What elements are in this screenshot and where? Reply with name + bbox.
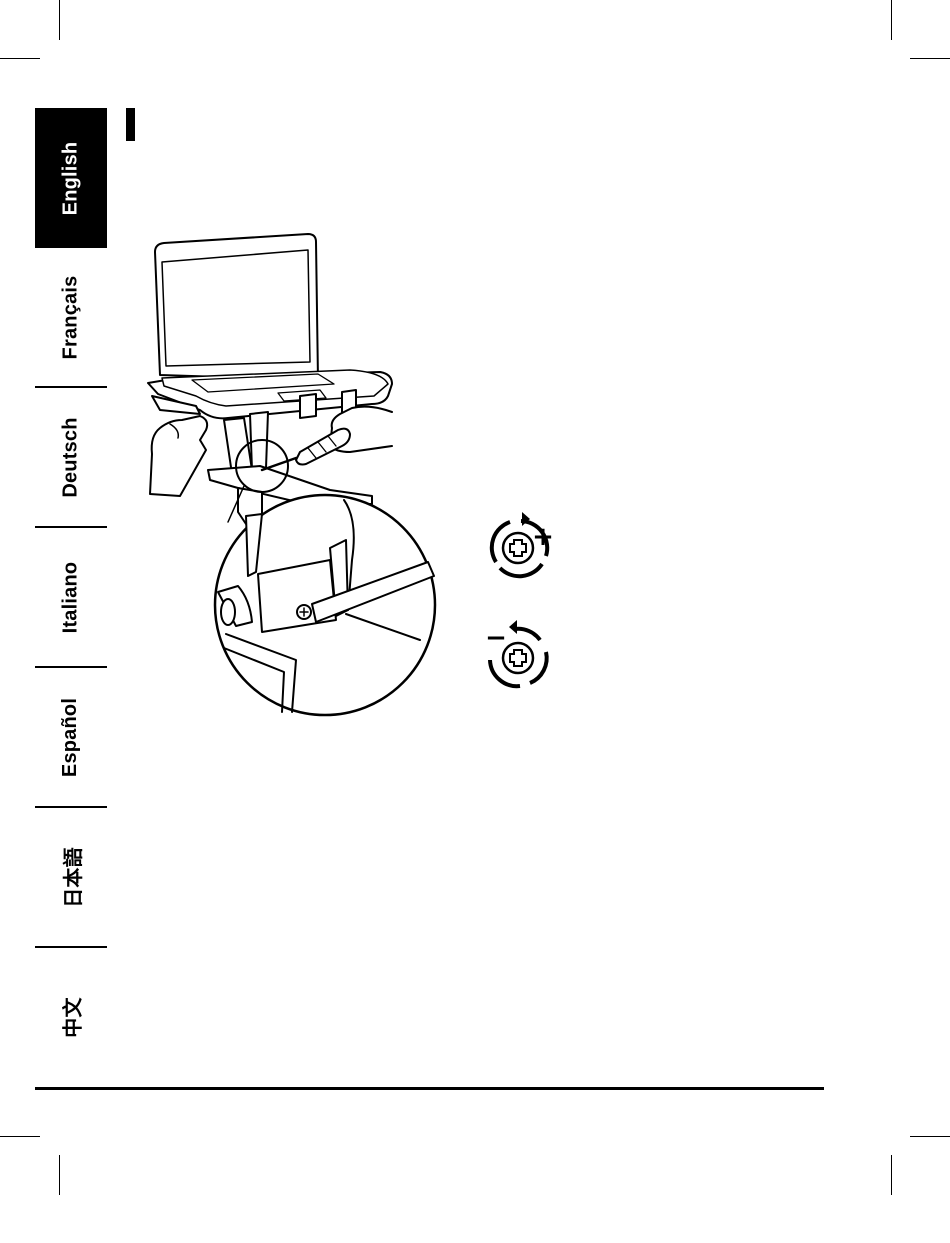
laptop-stand-illustration [140, 228, 450, 723]
footer-rule [35, 1087, 824, 1090]
language-label: Français [60, 276, 83, 360]
language-separator [35, 386, 107, 388]
crop-mark [891, 1155, 892, 1195]
language-tab-chinese[interactable]: 中文 [35, 950, 107, 1085]
tighten-sign: + [532, 522, 554, 552]
language-separator [35, 806, 107, 808]
stand-stop-tab [300, 394, 316, 418]
language-tab-deutsch[interactable]: Deutsch [35, 390, 107, 525]
language-label: 日本語 [56, 847, 85, 908]
loosen-sign: − [485, 623, 507, 653]
laptop-screen [162, 250, 310, 366]
crop-mark [891, 0, 892, 40]
language-label: Español [60, 698, 83, 777]
language-tab-italiano[interactable]: Italiano [35, 530, 107, 665]
language-label: 中文 [57, 997, 86, 1037]
language-tab-francais[interactable]: Français [35, 250, 107, 385]
tighten-screw-clockwise-icon: + [480, 510, 560, 585]
language-tab-english[interactable]: English [35, 108, 107, 248]
loosen-screw-counterclockwise-icon: − [480, 615, 560, 690]
crop-mark [0, 1136, 40, 1137]
language-label: Italiano [60, 562, 83, 634]
language-separator [35, 526, 107, 528]
screwdriver-handle [296, 429, 350, 465]
language-separator [35, 666, 107, 668]
section-marker [126, 108, 135, 141]
language-label: Deutsch [60, 417, 83, 497]
crop-mark [910, 58, 950, 59]
language-separator [35, 946, 107, 948]
stand-leg [224, 418, 252, 474]
crop-mark [59, 0, 60, 40]
language-tab-espanol[interactable]: Español [35, 670, 107, 805]
crop-mark [59, 1155, 60, 1195]
language-label: English [60, 141, 83, 215]
crop-mark [910, 1136, 950, 1137]
left-hand [150, 416, 207, 496]
crop-mark [0, 58, 40, 59]
language-tab-japanese[interactable]: 日本語 [35, 810, 107, 945]
